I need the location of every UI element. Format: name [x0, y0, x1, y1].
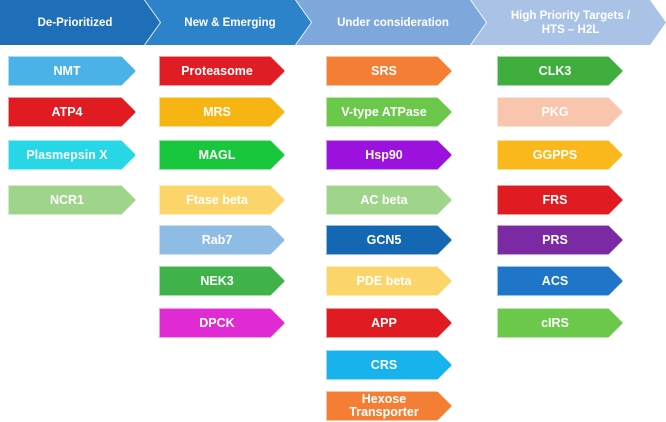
header-under-consideration: Under consideration — [296, 0, 486, 45]
target-chip-label: NCR1 — [49, 192, 85, 207]
header-new-emerging-label: New & Emerging — [184, 16, 276, 29]
target-chip-ncr1: NCR1 — [8, 185, 136, 215]
target-chip-label: ACS — [541, 273, 569, 288]
target-chip-label: PKG — [541, 104, 569, 119]
target-chip-label: SRS — [371, 63, 397, 78]
target-chip-label: ATP4 — [51, 104, 83, 119]
header-new-emerging: New & Emerging — [145, 0, 311, 45]
target-chip-ftase-beta: Ftase beta — [159, 185, 285, 215]
target-chip-mrs: MRS — [159, 97, 285, 127]
target-chip-label: GGPPS — [532, 147, 578, 162]
target-chip-label: CRS — [370, 357, 398, 372]
target-chip-srs: SRS — [326, 56, 452, 86]
target-chip-label: cIRS — [541, 315, 569, 330]
target-chip-label: MRS — [203, 104, 231, 119]
target-chip-prs: PRS — [497, 225, 623, 255]
target-chip-rab7: Rab7 — [159, 225, 285, 255]
target-chip-cirs: cIRS — [497, 308, 623, 338]
header-under-consideration-label: Under consideration — [337, 16, 449, 29]
target-chip-hexose-transporter: Hexose Transporter — [326, 391, 452, 421]
target-chip-nmt: NMT — [8, 56, 136, 86]
target-chip-magl: MAGL — [159, 140, 285, 170]
target-chip-hsp90: Hsp90 — [326, 140, 452, 170]
target-chip-pkg: PKG — [497, 97, 623, 127]
header-de-prioritized-label: De-Prioritized — [37, 16, 113, 29]
target-chip-frs: FRS — [497, 185, 623, 215]
target-chip-v-type-atpase: V-type ATPase — [326, 97, 452, 127]
target-chip-label: MAGL — [198, 147, 236, 162]
target-chip-label: NEK3 — [200, 273, 234, 288]
target-chip-label: PDE beta — [356, 273, 412, 288]
target-chip-label: V-type ATPase — [341, 104, 427, 119]
header-high-priority-label: High Priority Targets / HTS – H2L — [510, 9, 631, 36]
target-chip-clk3: CLK3 — [497, 56, 623, 86]
target-chip-proteasome: Proteasome — [159, 56, 285, 86]
target-chip-label: Rab7 — [201, 232, 233, 247]
header-high-priority: High Priority Targets / HTS – H2L — [471, 0, 666, 45]
header-de-prioritized: De-Prioritized — [0, 0, 160, 45]
target-chip-label: Plasmepsin X — [26, 147, 108, 162]
target-chip-label: FRS — [542, 192, 568, 207]
target-chip-gcn5: GCN5 — [326, 225, 452, 255]
target-chip-label: Hexose Transporter — [349, 392, 419, 419]
target-chip-label: Hsp90 — [365, 147, 403, 162]
target-chip-label: CLK3 — [538, 63, 572, 78]
target-chip-ac-beta: AC beta — [326, 185, 452, 215]
target-chip-label: Proteasome — [181, 63, 253, 78]
target-chip-label: GCN5 — [366, 232, 402, 247]
target-chip-dpck: DPCK — [159, 308, 285, 338]
target-chip-label: AC beta — [360, 192, 408, 207]
target-chip-label: Ftase beta — [186, 192, 248, 207]
target-chip-acs: ACS — [497, 266, 623, 296]
target-chip-pde-beta: PDE beta — [326, 266, 452, 296]
target-chip-crs: CRS — [326, 350, 452, 380]
target-chip-label: DPCK — [199, 315, 235, 330]
target-chip-plasmepsin-x: Plasmepsin X — [8, 140, 136, 170]
target-chip-label: PRS — [542, 232, 568, 247]
target-chip-app: APP — [326, 308, 452, 338]
target-chip-atp4: ATP4 — [8, 97, 136, 127]
target-chip-label: NMT — [53, 63, 81, 78]
target-chip-ggpps: GGPPS — [497, 140, 623, 170]
target-chip-nek3: NEK3 — [159, 266, 285, 296]
target-chip-label: APP — [371, 315, 397, 330]
